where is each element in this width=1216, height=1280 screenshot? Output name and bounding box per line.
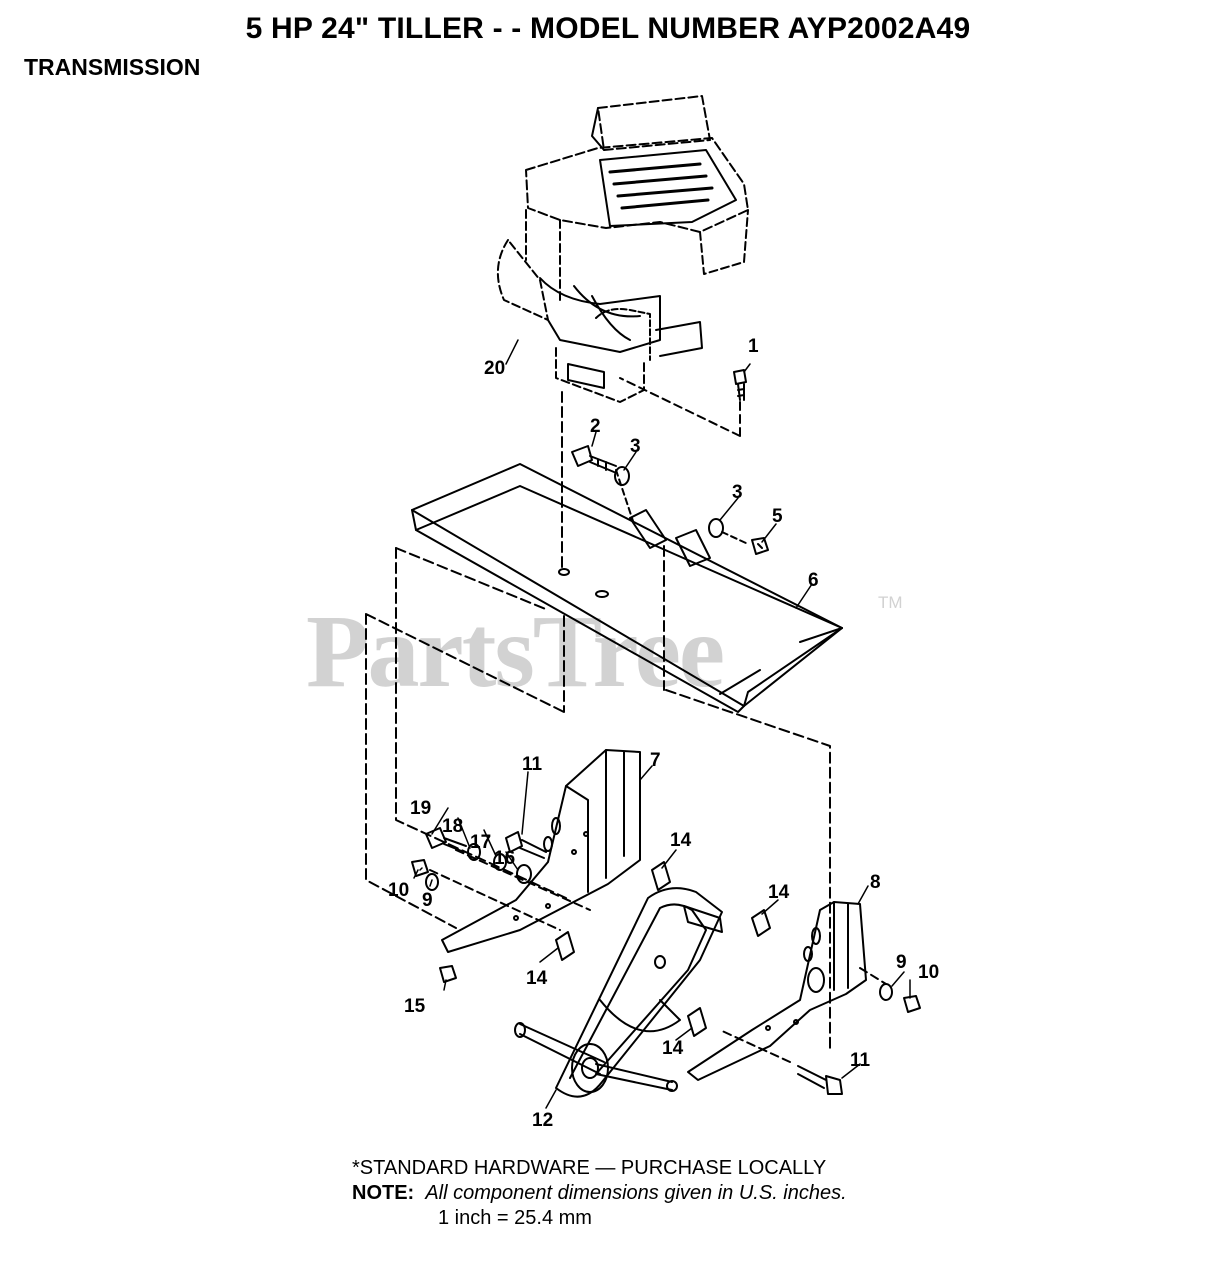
callout-14-d: 14: [662, 1038, 684, 1059]
engine: [496, 95, 749, 403]
nut-15: [439, 965, 457, 983]
callout-14-b: 14: [768, 882, 790, 903]
spacers-14: [555, 861, 771, 1037]
callout-15: 15: [404, 996, 426, 1017]
washer-16: [516, 864, 532, 884]
washer-3-right: [708, 518, 724, 538]
bracket-right-8: [687, 901, 867, 1081]
callout-8: 8: [870, 872, 881, 893]
callout-16: 16: [494, 848, 515, 869]
bolt-11-upper: [505, 831, 547, 859]
callout-7: 7: [650, 750, 661, 771]
callout-11-upper: 11: [522, 754, 543, 775]
guide-frame-left: [365, 547, 567, 929]
note-text: All component dimensions given in U.S. i…: [425, 1182, 847, 1204]
note-label: NOTE:: [352, 1182, 415, 1204]
callout-20: 20: [484, 358, 505, 379]
watermark-text: PartsTree: [306, 594, 723, 709]
callout-3-left: 3: [630, 436, 641, 457]
tine-shield: [411, 463, 843, 713]
nut-5: [751, 537, 769, 555]
bracket-left-7: [441, 749, 641, 953]
washer-18: [467, 843, 481, 861]
page-title: 5 HP 24" TILLER - - MODEL NUMBER AYP2002…: [245, 12, 971, 45]
callout-10-right: 10: [918, 962, 939, 983]
callout-5: 5: [772, 506, 783, 527]
callout-12: 12: [532, 1110, 553, 1131]
washer-9-right: [879, 983, 893, 1001]
notes-block: *STANDARD HARDWARE — PURCHASE LOCALLY NO…: [352, 1156, 847, 1231]
nut-10-left: [411, 859, 429, 877]
callout-11-lower: 11: [850, 1050, 871, 1071]
callout-18: 18: [442, 816, 463, 837]
callout-9-left: 9: [422, 890, 433, 911]
bolt-2: [571, 445, 617, 473]
conversion-note: 1 inch = 25.4 mm: [438, 1207, 592, 1229]
callout-17: 17: [470, 832, 491, 853]
callout-14-a: 14: [670, 830, 692, 851]
watermark-trademark: TM: [878, 593, 903, 612]
guide-frame-right: [395, 547, 831, 1051]
callout-3-right: 3: [732, 482, 743, 503]
standard-hardware-note: *STANDARD HARDWARE — PURCHASE LOCALLY: [352, 1157, 827, 1179]
callout-9-right: 9: [896, 952, 907, 973]
bolt-1: [619, 369, 747, 437]
section-title: TRANSMISSION: [24, 54, 201, 80]
callout-19: 19: [410, 798, 431, 819]
dimension-note: NOTE: All component dimensions given in …: [352, 1182, 847, 1204]
nut-10-right: [903, 995, 921, 1013]
callout-14-c: 14: [526, 968, 548, 989]
washer-17: [493, 853, 507, 871]
callout-2: 2: [590, 416, 601, 437]
bolt-11-lower: [797, 1065, 843, 1095]
callout-6: 6: [808, 570, 819, 591]
washer-9-left: [425, 873, 439, 891]
callout-10-left: 10: [388, 880, 409, 901]
callout-1: 1: [748, 336, 759, 357]
transmission-case-12: [514, 887, 723, 1098]
